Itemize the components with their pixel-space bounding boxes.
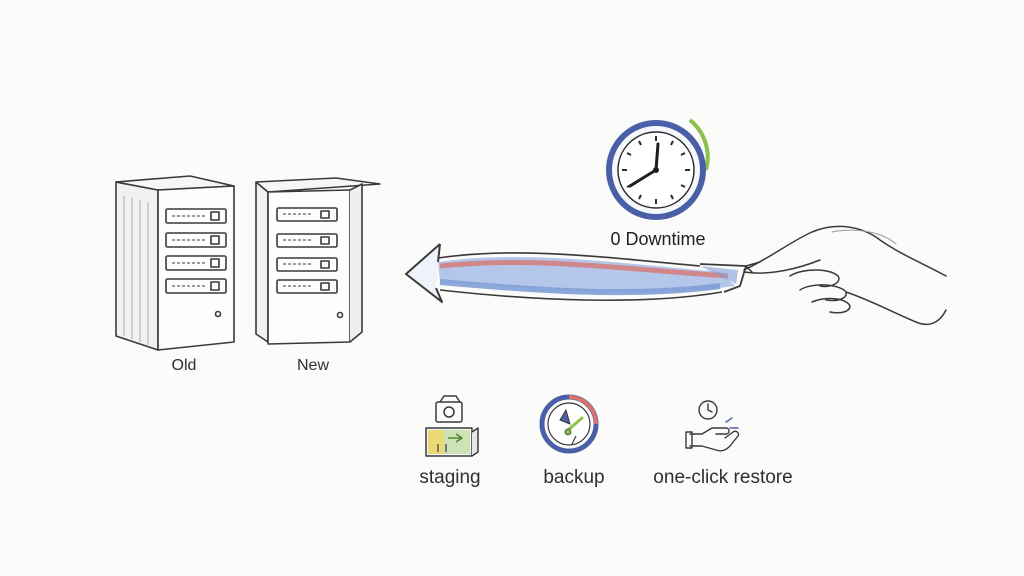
hand-click-icon: [685, 400, 740, 452]
downtime-label: 0 Downtime: [610, 229, 706, 249]
staging-label: staging: [419, 467, 481, 488]
staging-box-icon: [425, 395, 479, 457]
backup-label: backup: [543, 467, 605, 488]
clock-icon: [606, 118, 710, 220]
restore-label: one-click restore: [653, 467, 793, 488]
pointing-hand-icon: [743, 225, 947, 326]
old-server-icon: [115, 175, 235, 351]
new-server-label: New: [296, 357, 330, 374]
migration-arrow-icon: [405, 243, 747, 303]
backup-dial-icon: [539, 394, 599, 454]
new-server-icon: [255, 177, 381, 345]
old-server-label: Old: [171, 357, 197, 374]
